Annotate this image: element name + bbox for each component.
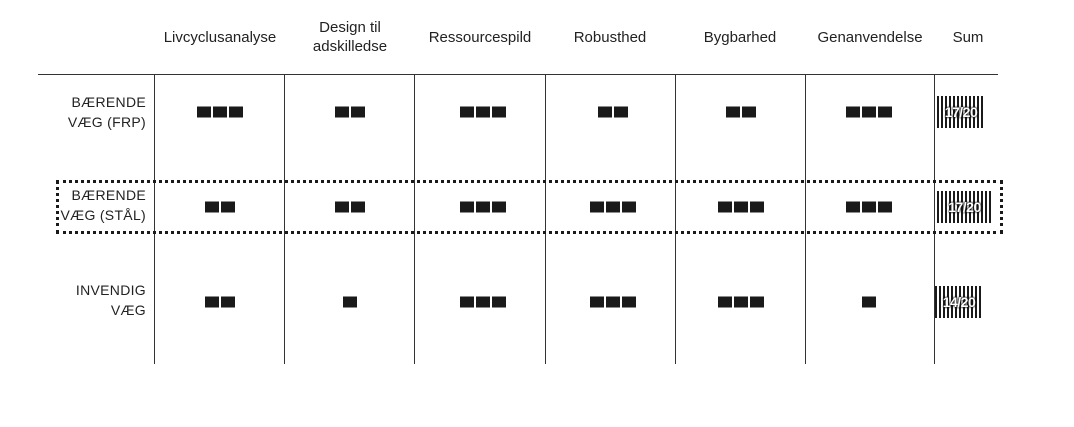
score-square	[750, 201, 764, 213]
score-square	[734, 201, 748, 213]
score-waste-row-1	[460, 106, 506, 118]
column-divider	[805, 75, 806, 364]
header-robusthed: Robusthed	[573, 28, 647, 46]
score-design-row-1	[335, 106, 365, 118]
score-square	[750, 296, 764, 308]
score-square	[476, 106, 490, 118]
score-square	[862, 201, 876, 213]
score-square	[221, 201, 235, 213]
score-square	[492, 296, 506, 308]
score-lca-row-2	[205, 201, 235, 213]
score-square	[862, 296, 876, 308]
sum-badge-stal: 17/20	[937, 191, 992, 223]
score-square	[460, 296, 474, 308]
score-square	[614, 106, 628, 118]
header-rule	[38, 74, 998, 75]
score-square	[197, 106, 211, 118]
score-square	[622, 201, 636, 213]
score-reuse-row-1	[846, 106, 892, 118]
column-divider	[934, 75, 935, 364]
score-waste-row-2	[460, 201, 506, 213]
score-reuse-row-3	[862, 296, 876, 308]
score-square	[205, 296, 219, 308]
score-waste-row-3	[460, 296, 506, 308]
score-square	[590, 201, 604, 213]
header-ressourcespild: Ressourcespild	[428, 28, 532, 46]
score-square	[846, 106, 860, 118]
column-divider	[675, 75, 676, 364]
score-square	[476, 296, 490, 308]
score-design-row-2	[335, 201, 365, 213]
score-build-row-2	[718, 201, 764, 213]
score-square	[734, 296, 748, 308]
score-square	[343, 296, 357, 308]
score-square	[726, 106, 740, 118]
sum-badge-invendig: 14/20	[935, 286, 983, 318]
score-square	[590, 296, 604, 308]
score-square	[878, 106, 892, 118]
column-divider	[154, 75, 155, 364]
score-design-row-3	[343, 296, 357, 308]
score-square	[460, 106, 474, 118]
score-square	[460, 201, 474, 213]
score-robust-row-2	[590, 201, 636, 213]
score-square	[335, 201, 349, 213]
score-square	[606, 201, 620, 213]
score-square	[213, 106, 227, 118]
score-square	[335, 106, 349, 118]
score-square	[229, 106, 243, 118]
score-square	[351, 106, 365, 118]
score-square	[476, 201, 490, 213]
score-square	[492, 106, 506, 118]
header-livcyclusanalyse: Livcyclusanalyse	[163, 28, 277, 46]
header-genanvendelse: Genanvendelse	[817, 28, 923, 46]
score-square	[351, 201, 365, 213]
header-sum: Sum	[952, 28, 984, 46]
header-bygbarhed: Bygbarhed	[703, 28, 777, 46]
score-square	[606, 296, 620, 308]
highlight-dotted-frame	[56, 180, 1003, 234]
score-reuse-row-2	[846, 201, 892, 213]
score-square	[598, 106, 612, 118]
sum-badge-frp: 17/20	[937, 96, 985, 128]
score-build-row-3	[718, 296, 764, 308]
score-square	[492, 201, 506, 213]
score-robust-row-3	[590, 296, 636, 308]
column-divider	[414, 75, 415, 364]
score-square	[221, 296, 235, 308]
score-square	[846, 201, 860, 213]
score-square	[878, 201, 892, 213]
column-divider	[284, 75, 285, 364]
score-square	[718, 201, 732, 213]
score-square	[622, 296, 636, 308]
score-square	[742, 106, 756, 118]
score-lca-row-3	[205, 296, 235, 308]
score-build-row-1	[726, 106, 756, 118]
score-square	[718, 296, 732, 308]
score-lca-row-1	[197, 106, 243, 118]
score-robust-row-1	[598, 106, 628, 118]
column-divider	[545, 75, 546, 364]
score-square	[205, 201, 219, 213]
score-square	[862, 106, 876, 118]
